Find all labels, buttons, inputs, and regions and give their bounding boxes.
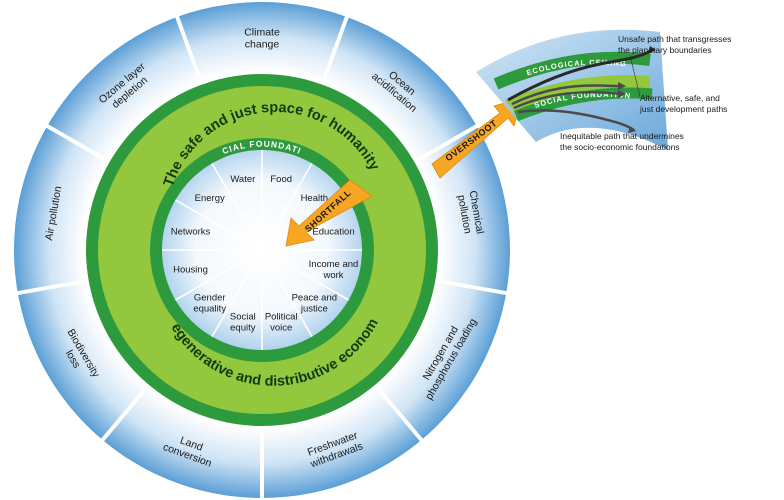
inset-inequitable-path-line <box>517 109 635 132</box>
inner-divider-6 <box>263 253 313 338</box>
inset-inequitable-path-text: Inequitable path that undermines the soc… <box>560 131 686 152</box>
outer-divider-3 <box>436 278 509 296</box>
inset-unsafe-path-line <box>507 48 653 102</box>
inset-safe-path-text: Alternative, safe, and just development … <box>639 93 727 114</box>
inner-divider-2 <box>263 162 313 247</box>
inset-callout-connector <box>629 54 641 98</box>
outer-sector-dividers <box>15 14 509 500</box>
inset-safe-path-line-2 <box>513 90 623 110</box>
inner-divider-8 <box>211 253 261 338</box>
inner-divider-11 <box>174 199 259 249</box>
inner-divider-9 <box>174 251 259 301</box>
development-paths-inset: ECOLOGICAL CEILING SOCIAL FOUNDATION Uns… <box>476 29 734 152</box>
health-label: Health <box>301 193 328 204</box>
housing-label: Housing <box>173 265 208 276</box>
outer-divider-6 <box>99 385 150 443</box>
networks-label: Networks <box>171 226 211 237</box>
education-label: Education <box>312 226 354 237</box>
outer-divider-4 <box>374 385 425 443</box>
water-label: Water <box>230 174 255 185</box>
outer-divider-7 <box>15 278 88 296</box>
outer-divider-8 <box>44 123 109 163</box>
energy-label: Energy <box>195 193 225 204</box>
inner-divider-12 <box>211 162 261 247</box>
food-label: Food <box>270 174 292 185</box>
inset-unsafe-path-text: Unsafe path that transgresses the planet… <box>618 34 734 55</box>
inset-safe-path-line-1 <box>511 84 622 106</box>
outer-divider-2 <box>415 123 480 163</box>
inner-divider-5 <box>265 251 350 301</box>
inner-core-social-foundation <box>162 150 362 350</box>
outer-divider-9 <box>174 14 203 84</box>
outer-divider-1 <box>321 14 350 84</box>
